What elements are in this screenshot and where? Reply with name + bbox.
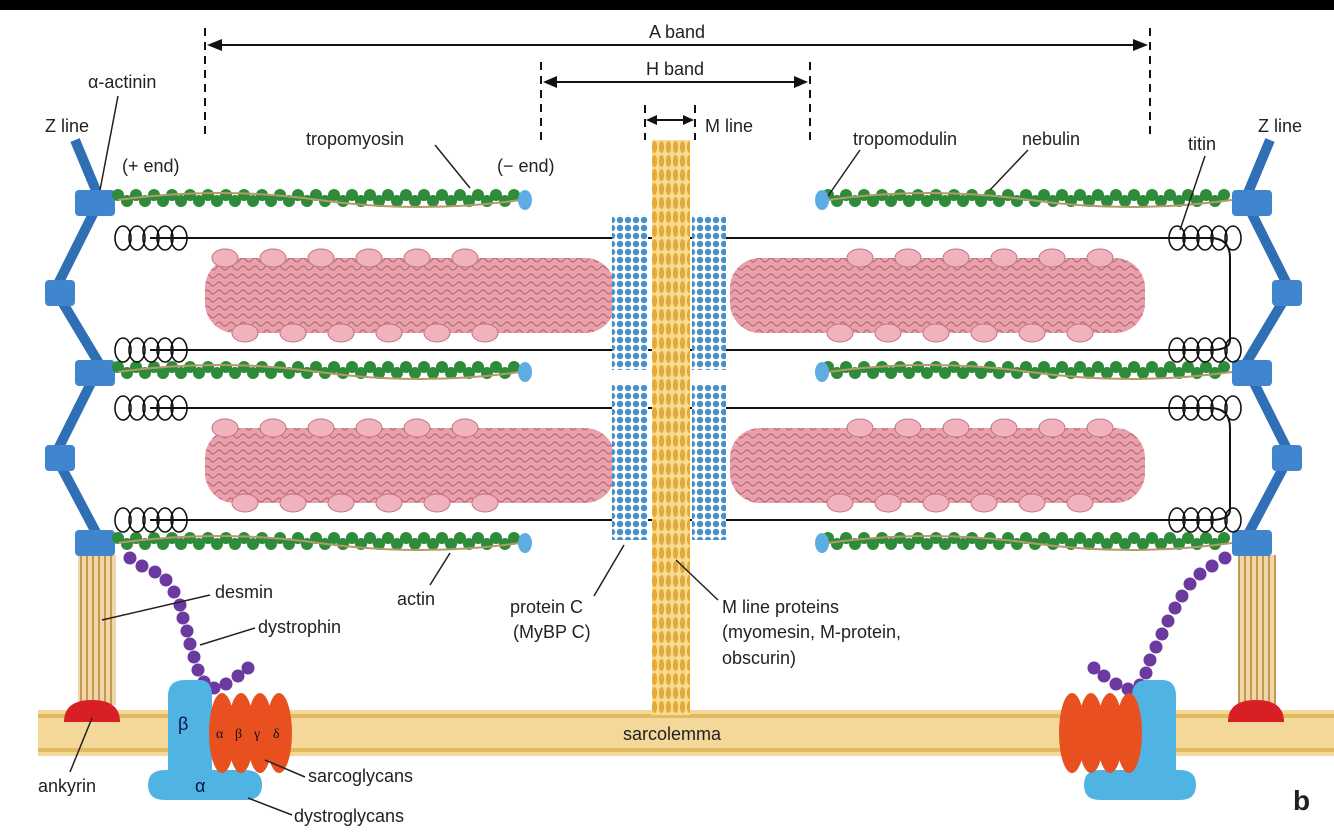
- panel-label: b: [1293, 785, 1310, 816]
- sarcoglycans-right: [1059, 693, 1142, 773]
- ankyrin-label: ankyrin: [38, 776, 96, 796]
- protein-c-sub-label: (MyBP C): [513, 622, 591, 642]
- dystrophin-left: [123, 551, 255, 695]
- minus-end-label: (− end): [497, 156, 555, 176]
- actin-label: actin: [397, 589, 435, 609]
- desmin-label: desmin: [215, 582, 273, 602]
- sarcoglycans-left: α β γ δ: [209, 693, 292, 773]
- h-band-label: H band: [646, 59, 704, 79]
- dystroglycan-beta-label: β: [178, 714, 188, 734]
- tropomodulin-label: tropomodulin: [853, 129, 957, 149]
- m-line-label: M line: [705, 116, 753, 136]
- dystroglycans-label: dystroglycans: [294, 806, 404, 826]
- dystroglycan-alpha-label: α: [195, 776, 205, 796]
- m-line-proteins-label: M line proteins: [722, 597, 839, 617]
- desmin-left: [78, 555, 116, 705]
- ankyrin-left: [64, 700, 120, 722]
- z-line-right-label: Z line: [1258, 116, 1302, 136]
- ankyrin-right: [1228, 700, 1284, 722]
- sarcoglycans-label: sarcoglycans: [308, 766, 413, 786]
- myosin-heads: [211, 248, 1114, 513]
- thick-filament-top: [150, 215, 1231, 370]
- m-line-proteins: [652, 140, 690, 715]
- dystroglycan-left: β α: [148, 680, 262, 800]
- protein-c-label: protein C: [510, 597, 583, 617]
- sarcolemma-label: sarcolemma: [623, 724, 722, 744]
- z-line-left-label: Z line: [45, 116, 89, 136]
- desmin-right: [1238, 555, 1276, 705]
- a-band-label: A band: [649, 22, 705, 42]
- dystrophin-right: [1087, 551, 1232, 696]
- sg-beta-label: β: [235, 727, 242, 742]
- alpha-actinin-label: α-actinin: [88, 72, 156, 92]
- m-line-proteins-label-2: (myomesin, M-protein,: [722, 622, 901, 642]
- sg-gamma-label: γ: [253, 727, 260, 742]
- m-line-proteins-label-3: obscurin): [722, 648, 796, 668]
- sg-alpha-label: α: [216, 727, 224, 742]
- z-line-right: [1232, 138, 1302, 556]
- titin-label: titin: [1188, 134, 1216, 154]
- tropomyosin-label: tropomyosin: [306, 129, 404, 149]
- z-line-left: [45, 138, 115, 556]
- nebulin-label: nebulin: [1022, 129, 1080, 149]
- plus-end-label: (+ end): [122, 156, 180, 176]
- thick-filament-bottom: [150, 385, 1231, 540]
- dystrophin-label: dystrophin: [258, 617, 341, 637]
- actin-filaments: [112, 189, 1233, 553]
- m-line-dimension: M line: [644, 105, 753, 140]
- sg-delta-label: δ: [273, 727, 280, 742]
- a-band-dimension: A band: [204, 22, 1151, 140]
- h-band-dimension: H band: [540, 59, 811, 140]
